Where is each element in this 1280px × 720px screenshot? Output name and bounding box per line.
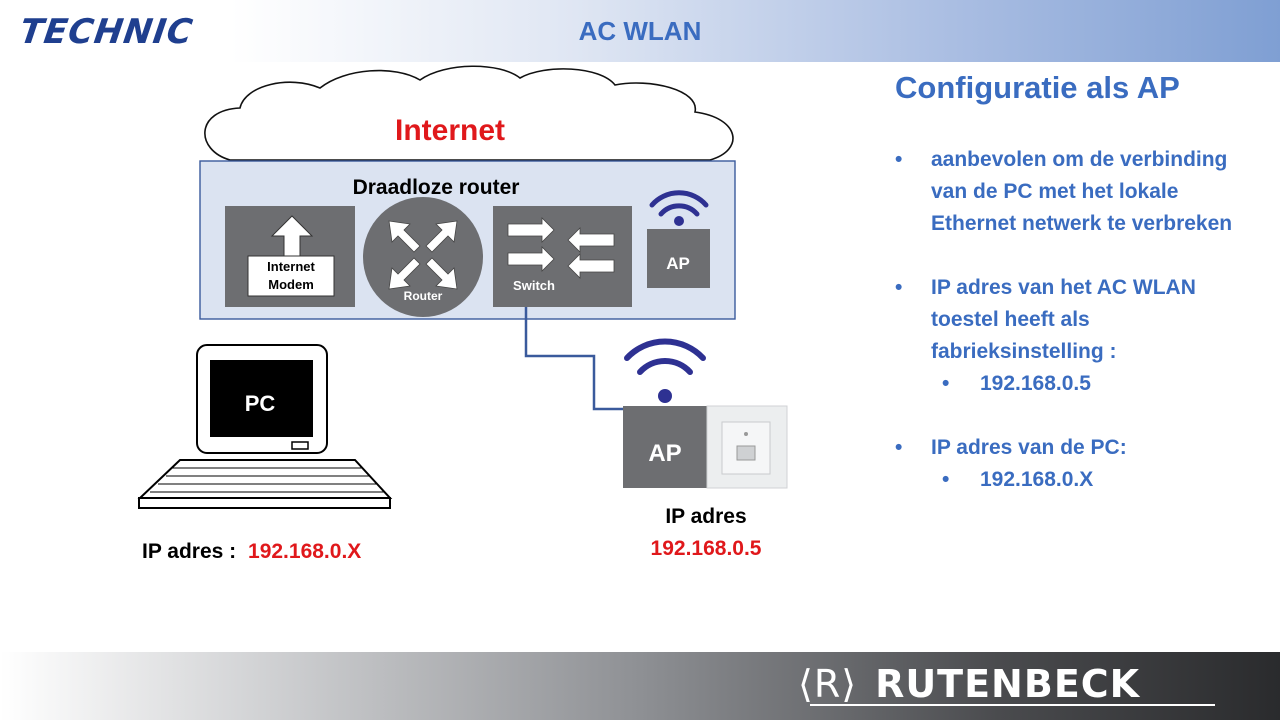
rutenbeck-underline [810,704,1215,706]
wireless-router-title: Draadloze router [353,176,520,199]
router-label: Router [404,289,443,303]
ethernet-cable [524,307,623,411]
router-ap-label: AP [666,254,690,273]
bullet-icon: • [942,372,950,395]
bullet-icon: • [895,148,903,171]
sub-list-item: • 192.168.0.X [895,464,1265,496]
sub-list-item: • 192.168.0.5 [895,368,1265,400]
pc-screen-label: PC [245,391,276,416]
pc-illustration: PC [137,344,393,509]
list-item: • IP adres van het AC WLAN toestel heeft… [895,272,1265,400]
slide-title: AC WLAN [578,16,702,46]
internet-cloud: Internet [204,65,734,161]
router-ap-node: AP [647,190,710,288]
ap-ip-value: 192.168.0.5 [651,537,762,560]
header-bar: TECHNIC AC WLAN [0,0,1280,62]
pc-ip-label: IP adres : [142,540,236,563]
config-bullet-list: • aanbevolen om de verbinding van de PC … [895,144,1265,528]
switch-node: Switch [493,206,632,307]
switch-label: Switch [513,278,555,293]
config-title: Configuratie als AP [895,70,1180,105]
modem-label-line1: Internet [267,259,315,274]
svg-text:IP adres : 192.168.0.X: IP adres : 192.168.0.X [142,540,361,563]
bullet-icon: • [895,436,903,459]
ap-ip-label: IP adres [665,505,746,528]
bullet-text: IP adres van de PC: [931,436,1127,459]
list-item: • aanbevolen om de verbinding van de PC … [895,144,1265,240]
rutenbeck-mark-icon: ⟨R⟩ [798,662,858,706]
footer-bar [0,652,1280,720]
bullet-text: aanbevolen om de verbinding van de PC me… [931,148,1233,235]
internet-modem: Internet Modem [225,206,355,307]
ap-label: AP [648,440,681,467]
rutenbeck-name: RUTENBECK [875,662,1141,706]
switch-arrows-icon [507,217,615,279]
router-arrows-icon [388,220,458,290]
technic-logo: TECHNIC [17,12,196,52]
sub-bullet-text: 192.168.0.5 [980,372,1091,395]
sub-bullet-text: 192.168.0.X [980,468,1094,491]
pc-ip-value: 192.168.0.X [248,540,361,563]
bullet-icon: • [942,468,950,491]
internet-label: Internet [395,114,505,147]
network-diagram: Internet Draadloze router Internet Modem… [137,65,788,563]
router-node: Router [363,197,483,317]
access-point-node: AP [623,338,788,489]
modem-label-line2: Modem [268,277,314,292]
wifi-icon [624,338,706,375]
bullet-icon: • [895,276,903,299]
list-item: • IP adres van de PC: • 192.168.0.X [895,432,1265,496]
wifi-icon [649,190,709,217]
bullet-text: IP adres van het AC WLAN toestel heeft a… [931,276,1196,363]
rutenbeck-logo: ⟨R⟩ RUTENBECK [798,660,1140,708]
